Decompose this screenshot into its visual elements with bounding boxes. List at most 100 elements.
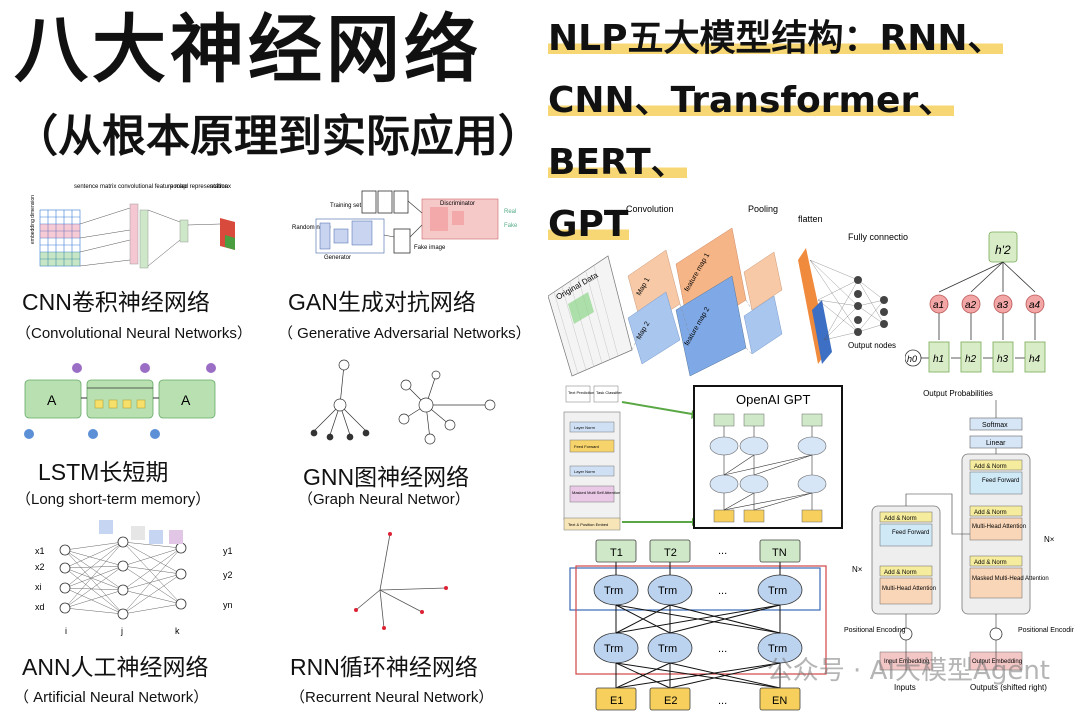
- cnn-title: CNN卷积神经网络: [22, 289, 210, 315]
- ann-small-diagram: x1 x2 xi xd y1 y2 yn i j k: [35, 520, 233, 636]
- tf-softmax: Softmax: [982, 422, 1008, 429]
- right-title-line3: GPT: [548, 204, 629, 245]
- ann-xd: xd: [35, 602, 45, 612]
- rnn-big-h4: h4: [1029, 354, 1041, 365]
- bert-ellipsis-mid2: ...: [718, 643, 727, 655]
- watermark: 公众号 · AI大模型Agent: [766, 656, 1050, 686]
- lstm-block-a2: A: [181, 392, 191, 408]
- tf-nx-left: N×: [852, 565, 863, 574]
- bert-tn: TN: [772, 547, 787, 559]
- tf-linear: Linear: [986, 440, 1006, 447]
- gan-title: GAN生成对抗网络: [288, 289, 476, 315]
- bert-trm-2: Trm: [658, 585, 677, 597]
- gpt-stack-label-4: Layer Norm: [574, 469, 596, 474]
- ann-english: （ Artificial Neural Network）: [14, 689, 209, 706]
- bert-en: EN: [772, 695, 787, 707]
- gan-label-discriminator: Discriminator: [440, 201, 475, 207]
- rnn-big-h1: h1: [933, 354, 944, 365]
- gpt-stack-label-3: Feed Forward: [574, 444, 599, 449]
- tf-dec-masked: Masked Multi-Head Attention: [972, 576, 1049, 582]
- lstm-english: （Long short-term memory）: [16, 491, 211, 508]
- tf-enc-addnorm-1: Add & Norm: [884, 516, 917, 522]
- cnn-big-label-conv: Convolution: [626, 204, 674, 214]
- tf-nx-right: N×: [1044, 535, 1055, 544]
- tf-dec-addnorm-1: Add & Norm: [974, 464, 1007, 470]
- rnn-english: （Recurrent Neural Network）: [290, 689, 494, 706]
- ann-y1: y1: [223, 546, 233, 556]
- tf-enc-addnorm-2: Add & Norm: [884, 570, 917, 576]
- tf-dec-ff: Feed Forward: [982, 478, 1019, 484]
- bert-trm-1: Trm: [604, 585, 623, 597]
- rnn-big-a3: a3: [997, 300, 1009, 311]
- tf-enc-mha: Multi-Head Attention: [882, 586, 936, 592]
- tf-dec-mha: Multi-Head Attention: [972, 524, 1026, 530]
- gan-label-real: Real: [504, 209, 516, 215]
- lstm-small-diagram: A A: [24, 363, 216, 439]
- gpt-stack-label-0: Text Prediction: [568, 390, 594, 395]
- ann-yn: yn: [223, 600, 233, 610]
- ann-title: ANN人工神经网络: [22, 654, 209, 680]
- gan-label-noise: Random noise: [292, 225, 331, 231]
- gnn-small-diagram: [310, 359, 496, 445]
- rnn-big-diagram: h'2 a1 a2 a3 a4 h0 h1 h2 h3 h4: [905, 231, 1046, 373]
- ann-y2: y2: [223, 570, 233, 580]
- cnn-big-label-fc: Fully connection: [848, 232, 908, 242]
- gpt-stack-label-5: Masked Multi Self Attention: [572, 490, 620, 495]
- sub-title: （从根本原理到实际应用）: [14, 111, 542, 162]
- gpt-title: OpenAI GPT: [736, 392, 810, 407]
- ann-x1: x1: [35, 546, 45, 556]
- cnn-small-label-3: pooled representation: [170, 184, 228, 190]
- lstm-block-a1: A: [47, 392, 57, 408]
- cnn-big-label-output: Output nodes: [848, 341, 896, 350]
- rnn-big-a1: a1: [933, 300, 944, 311]
- tf-pos-enc-right: Positional Encoding: [1018, 627, 1074, 634]
- tf-output-embedding: Output Embedding: [972, 659, 1022, 665]
- rnn-big-a4: a4: [1029, 300, 1041, 311]
- cnn-small-label-4: softmax: [210, 184, 231, 190]
- ann-k: k: [175, 626, 180, 636]
- cnn-small-label-5: embedding dimension: [30, 195, 36, 244]
- gpt-stack-label-1: Task Classifier: [596, 390, 622, 395]
- cnn-small-diagram: sentence matrix convolutional feature ma…: [30, 184, 235, 269]
- tf-pos-enc-left: Positional Encoding: [844, 627, 906, 634]
- ann-xi: xi: [35, 582, 42, 592]
- transformer-diagram: Output Probabilities Softmax Linear Add …: [844, 389, 1074, 692]
- cnn-big-label-pool: Pooling: [748, 204, 778, 214]
- bert-trm-6: Trm: [768, 643, 787, 655]
- ann-x2: x2: [35, 562, 45, 572]
- gan-label-fake: Fake: [504, 223, 518, 229]
- tf-outputs: Outputs (shifted right): [970, 683, 1047, 692]
- cnn-english: （Convolutional Neural Networks）: [16, 325, 252, 342]
- tf-input-embedding: Input Embedding: [884, 659, 929, 665]
- ann-j: j: [120, 626, 123, 636]
- bert-e2: E2: [664, 695, 677, 707]
- right-title-line2: CNN、Transformer、BERT、: [548, 80, 955, 183]
- rnn-big-h2: h2: [965, 354, 977, 365]
- bert-t1: T1: [610, 547, 623, 559]
- tf-output-probabilities: Output Probabilities: [923, 389, 993, 398]
- tf-dec-addnorm-3: Add & Norm: [974, 560, 1007, 566]
- bert-trm-4: Trm: [604, 643, 623, 655]
- bert-ellipsis-top: ...: [718, 545, 727, 557]
- bert-e1: E1: [610, 695, 623, 707]
- tf-inputs: Inputs: [894, 683, 916, 692]
- main-title: 八大神经网络: [14, 7, 482, 93]
- cnn-big-diagram: Convolution Pooling flatten Fully connec…: [548, 204, 908, 377]
- gan-small-diagram: Training set Random noise Generator Fake…: [292, 190, 518, 261]
- right-title: NLP五大模型结构：RNN、 CNN、Transformer、BERT、 GPT: [548, 8, 1073, 256]
- gpt-stack-label-2: Layer Norm: [574, 425, 596, 430]
- bert-t2: T2: [664, 547, 677, 559]
- bert-ellipsis-bottom: ...: [718, 695, 727, 707]
- gnn-english: （Graph Neural Networ）: [298, 491, 470, 508]
- gpt-stack-label-6: Text & Position Embed: [568, 522, 608, 527]
- rnn-big-h3: h3: [997, 354, 1009, 365]
- ann-i: i: [65, 626, 67, 636]
- gan-label-fake-image: Fake image: [414, 245, 446, 251]
- bert-trm-3: Trm: [768, 585, 787, 597]
- cnn-small-label-2: convolutional feature map: [118, 184, 187, 190]
- tf-dec-addnorm-2: Add & Norm: [974, 510, 1007, 516]
- gan-label-generator: Generator: [324, 255, 351, 261]
- right-title-line1-tail: RNN、: [879, 18, 1004, 59]
- rnn-small-diagram: [354, 532, 448, 630]
- bert-ellipsis-mid1: ...: [718, 585, 727, 597]
